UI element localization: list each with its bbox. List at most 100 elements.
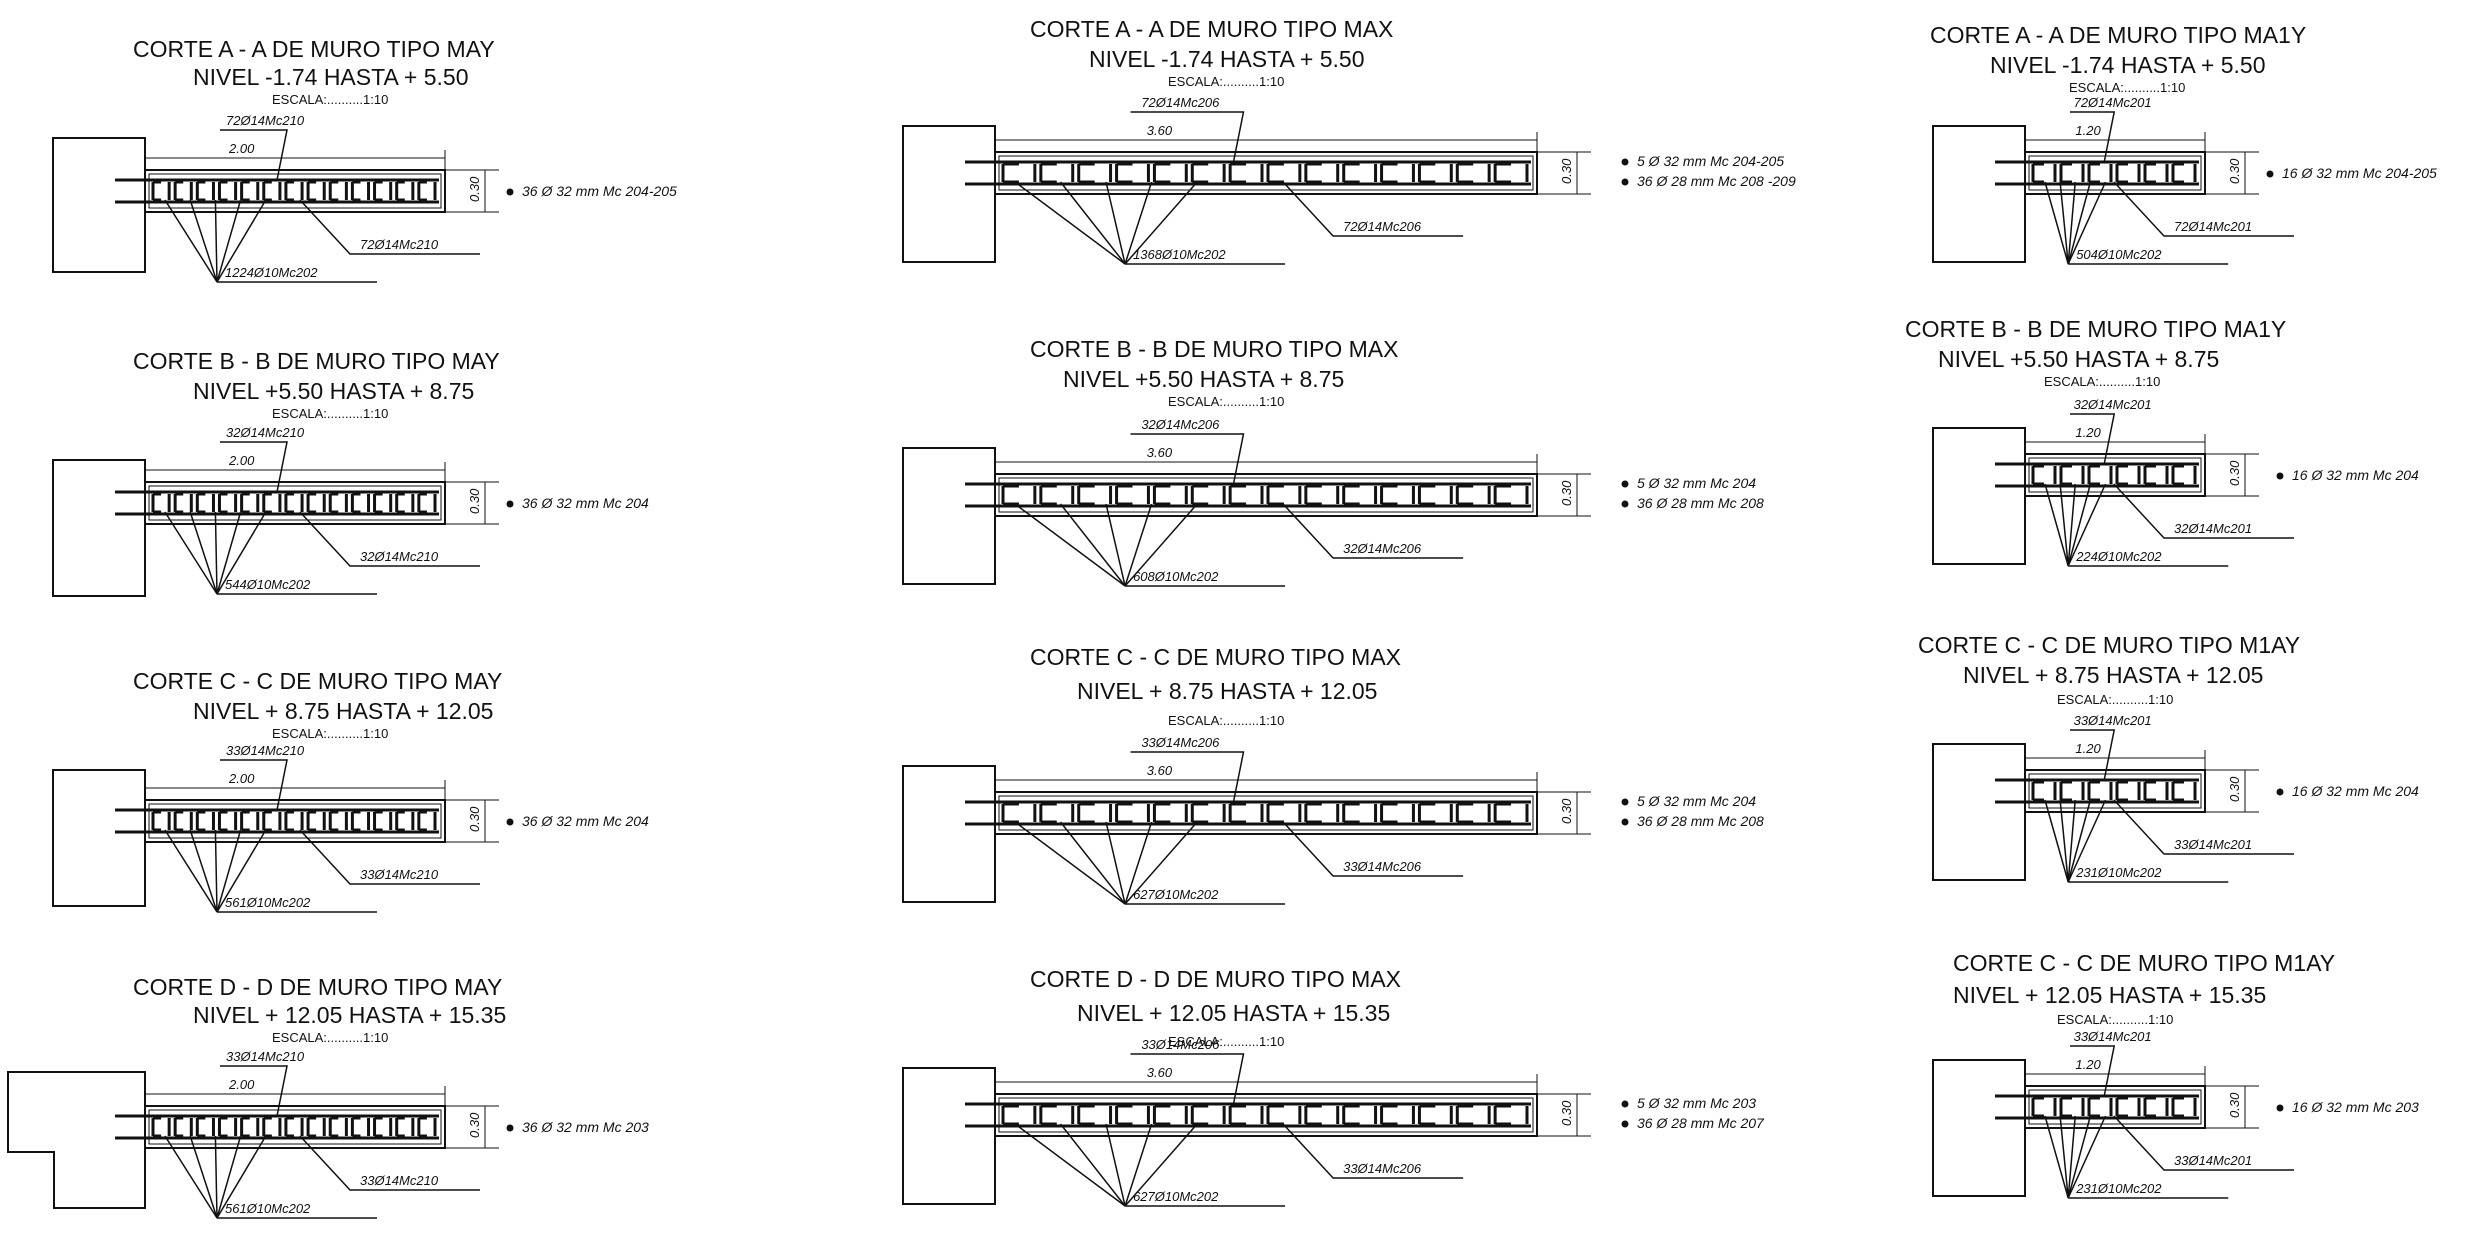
stirrup xyxy=(1152,162,1188,184)
right-bar-leader xyxy=(2113,483,2294,539)
right-bar-leader xyxy=(1282,181,1464,237)
stirrup xyxy=(2087,464,2113,486)
section-level: NIVEL -1.74 HASTA + 5.50 xyxy=(1089,46,1365,72)
stirrup xyxy=(1001,484,1037,506)
bar-bullet-icon xyxy=(506,500,514,508)
right-bar-label: 32Ø14Mc201 xyxy=(2174,521,2252,536)
wall-section-outline xyxy=(2024,769,2206,813)
stirrup-leader xyxy=(216,199,242,283)
stirrup xyxy=(2059,464,2085,486)
stirrup xyxy=(195,810,215,832)
stirrup xyxy=(328,180,348,202)
section-level: NIVEL +5.50 HASTA + 8.75 xyxy=(1938,346,2220,372)
stirrup xyxy=(1380,162,1415,184)
thickness-label: 0.30 xyxy=(1559,158,1574,184)
bar-bullet-icon xyxy=(2266,170,2274,178)
top-bar-leader xyxy=(220,1065,288,1117)
stirrup xyxy=(1455,484,1491,506)
top-bar-label: 33Ø14Mc201 xyxy=(2074,1029,2152,1044)
stirrup xyxy=(1380,802,1415,824)
support-column xyxy=(1932,743,2026,881)
wall-inner-outline xyxy=(148,485,442,521)
stirrup xyxy=(1455,1104,1491,1126)
stirrup xyxy=(284,810,304,832)
thickness-label: 0.30 xyxy=(2227,1092,2242,1118)
top-bar-label: 33Ø14Mc206 xyxy=(1141,1037,1220,1052)
stirrup xyxy=(350,810,371,832)
stirrup xyxy=(151,492,171,514)
stirrup xyxy=(1077,802,1113,824)
right-bar-label: 33Ø14Mc210 xyxy=(360,867,439,882)
section-level: NIVEL + 12.05 HASTA + 15.35 xyxy=(1077,1000,1391,1026)
thickness-label: 0.30 xyxy=(2227,460,2242,486)
wall-section-drawing: 1.200.3032Ø14Mc201224Ø10Mc20232Ø14Mc2011… xyxy=(1932,397,2419,567)
stirrup xyxy=(284,1116,304,1138)
stirrup xyxy=(173,492,193,514)
section-scale: ESCALA:..........1:10 xyxy=(2069,80,2186,95)
stirrup-leader xyxy=(216,199,267,283)
top-bar-leader xyxy=(1130,1053,1245,1105)
stirrup-leader xyxy=(1124,1123,1153,1207)
stirrup-label: 231Ø10Mc202 xyxy=(2075,865,2162,880)
stirrup xyxy=(1228,162,1264,184)
right-bar-leader xyxy=(1282,503,1464,559)
stirrup-label: 627Ø10Mc202 xyxy=(1133,1189,1219,1204)
top-bar-label: 72Ø14Mc210 xyxy=(226,113,305,128)
stirrup-leader xyxy=(2067,181,2092,265)
stirrup xyxy=(417,492,437,514)
stirrup-leader xyxy=(1014,503,1126,587)
stirrup xyxy=(284,492,304,514)
stirrup-leader xyxy=(2067,1115,2092,1199)
thickness-label: 0.30 xyxy=(1559,480,1574,506)
thickness-label: 0.30 xyxy=(2227,158,2242,184)
wall-section-drawing: 3.600.3033Ø14Mc206627Ø10Mc20233Ø14Mc2065… xyxy=(902,1037,1765,1207)
stirrup-label: 224Ø10Mc202 xyxy=(2075,549,2162,564)
top-bar-label: 33Ø14Mc201 xyxy=(2074,713,2152,728)
stirrup xyxy=(2115,162,2141,184)
stirrup xyxy=(1493,162,1529,184)
stirrup xyxy=(1455,802,1491,824)
section-title: CORTE A - A DE MURO TIPO MAX xyxy=(1030,16,1394,42)
stirrup-leader xyxy=(214,511,218,595)
stirrup-label: 231Ø10Mc202 xyxy=(2075,1181,2162,1196)
stirrup-leader xyxy=(1105,181,1126,265)
length-label: 2.00 xyxy=(228,771,255,786)
section-title: CORTE A - A DE MURO TIPO MA1Y xyxy=(1930,22,2307,48)
stirrup-leader xyxy=(189,511,218,595)
section-level: NIVEL + 8.75 HASTA + 12.05 xyxy=(1963,662,2264,688)
right-bar-leader xyxy=(2113,799,2294,855)
stirrup xyxy=(306,180,326,202)
wall-section-drawing: 3.600.3032Ø14Mc206608Ø10Mc20232Ø14Mc2065… xyxy=(902,417,1764,587)
wall-section-outline xyxy=(144,799,446,843)
stirrup xyxy=(2115,1096,2141,1118)
stirrup xyxy=(1493,1104,1529,1126)
stirrup xyxy=(373,492,393,514)
length-label: 1.20 xyxy=(2075,1057,2101,1072)
stirrup xyxy=(350,180,371,202)
wall-section-drawing: 2.000.3033Ø14Mc210561Ø10Mc20233Ø14Mc2103… xyxy=(52,743,649,913)
wall-section-outline xyxy=(994,1093,1538,1137)
stirrup-leader xyxy=(2059,1115,2069,1199)
stirrup-leader xyxy=(1124,1123,1198,1207)
stirrup xyxy=(1001,1104,1037,1126)
wall-section-outline xyxy=(2024,1085,2206,1129)
stirrup-leader xyxy=(216,511,242,595)
stirrup-leader xyxy=(164,829,218,913)
length-label: 3.60 xyxy=(1147,1065,1173,1080)
bar-bullet-icon xyxy=(1621,178,1629,186)
stirrup xyxy=(395,492,415,514)
stirrup xyxy=(1342,802,1378,824)
stirrup xyxy=(195,492,215,514)
top-bar-label: 33Ø14Mc210 xyxy=(226,1049,305,1064)
wall-section-drawing: 1.200.3033Ø14Mc201231Ø10Mc20233Ø14Mc2011… xyxy=(1932,713,2419,883)
stirrup xyxy=(1417,1104,1453,1126)
wall-section-outline xyxy=(144,1105,446,1149)
stirrup-leader xyxy=(2044,1115,2069,1199)
stirrup-leader xyxy=(2067,483,2092,567)
stirrup xyxy=(2087,162,2113,184)
section-scale: ESCALA:..........1:10 xyxy=(1168,1034,1285,1049)
length-label: 3.60 xyxy=(1147,763,1173,778)
stirrup-leader xyxy=(1059,181,1126,265)
length-label: 3.60 xyxy=(1147,123,1173,138)
section-title: CORTE D - D DE MURO TIPO MAX xyxy=(1030,966,1402,992)
